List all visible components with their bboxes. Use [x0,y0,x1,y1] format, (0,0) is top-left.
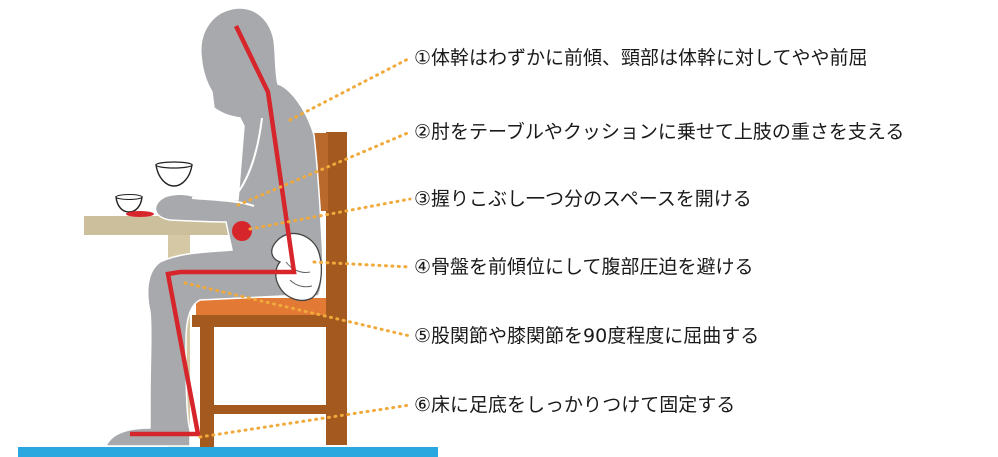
leader-line-2 [236,130,412,207]
leader-line-3 [248,197,412,231]
chair-back-post [326,132,347,445]
chair [192,132,347,447]
leader-line-5 [183,281,412,338]
small-dish [115,196,143,213]
seated-person-silhouette [104,7,324,447]
back-cushion [271,233,323,301]
chair-crossbar [212,405,328,414]
tableware [115,161,193,217]
rice-bowl-rim [155,161,193,169]
leader-line-1 [288,56,412,122]
annotation-hip-knee: ⑤股関節や膝関節を90度程度に屈曲する [414,325,760,347]
back-cushion-fold [285,261,313,288]
annotation-elbow-support: ②肘をテーブルやクッションに乗せて上肢の重さを支える [414,121,905,143]
floor [18,447,438,457]
leader-line-4 [312,260,412,269]
fist-space-marker [232,221,252,241]
annotation-feet: ⑥床に足底をしっかりつけて固定する [414,394,736,416]
annotation-trunk-neck: ①体幹はわずかに前傾、頸部は体幹に対してやや前屈 [414,47,868,69]
annotation-pelvis: ④骨盤を前傾位にして腹部圧迫を避ける [414,256,754,278]
annotation-fist-space: ③握りこぶし一つ分のスペースを開ける [414,188,752,210]
leader-line-6 [198,403,412,439]
red-plate [126,211,154,217]
chair-front-leg [200,325,214,447]
small-dish-rim [115,193,143,201]
chair-seat [196,298,326,318]
arm-outline [191,117,263,207]
leader-lines [183,56,412,439]
posture-line [130,25,297,437]
chair-seat-frame [192,315,332,327]
rice-bowl [155,164,193,187]
